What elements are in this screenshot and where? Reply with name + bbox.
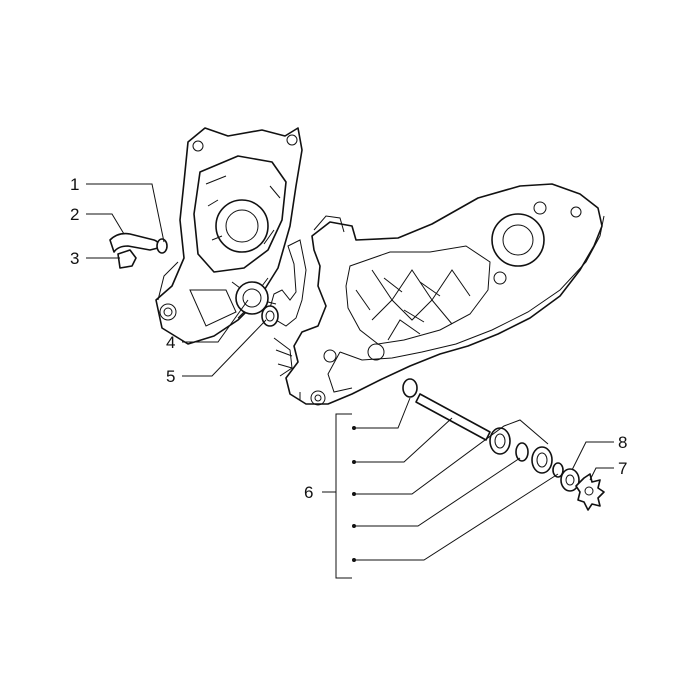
- bearing-large: [489, 427, 511, 455]
- callout-8: 8: [618, 433, 627, 452]
- shaft-seal: [402, 378, 418, 398]
- callout-7: 7: [618, 459, 627, 478]
- callout-4: 4: [166, 333, 175, 352]
- circlip: [552, 462, 564, 478]
- callout-3: 3: [70, 249, 79, 268]
- spacer-ring: [515, 442, 529, 462]
- bracket-dots: [352, 426, 356, 562]
- pump-shaft: [415, 393, 491, 441]
- right-crankcase-half: [273, 183, 603, 406]
- washer: [560, 468, 580, 492]
- left-crankcase-half: [155, 127, 303, 345]
- callout-1: 1: [70, 175, 79, 194]
- callout-5: 5: [166, 367, 175, 386]
- right-case-gasket: [327, 215, 605, 393]
- callout-6: 6: [304, 483, 313, 502]
- leader-lines: [86, 183, 614, 579]
- drive-gear: [575, 473, 605, 511]
- hose-clip: [156, 238, 168, 254]
- callout-2: 2: [70, 205, 79, 224]
- water-hose: [109, 232, 160, 253]
- pump-shaft-assembly: [402, 378, 564, 478]
- callout-labels: 1 2 3 4 5 6 7 8: [70, 175, 627, 502]
- hose-union: [117, 249, 137, 269]
- pump-seal: [261, 305, 279, 327]
- bearing-small: [531, 446, 553, 474]
